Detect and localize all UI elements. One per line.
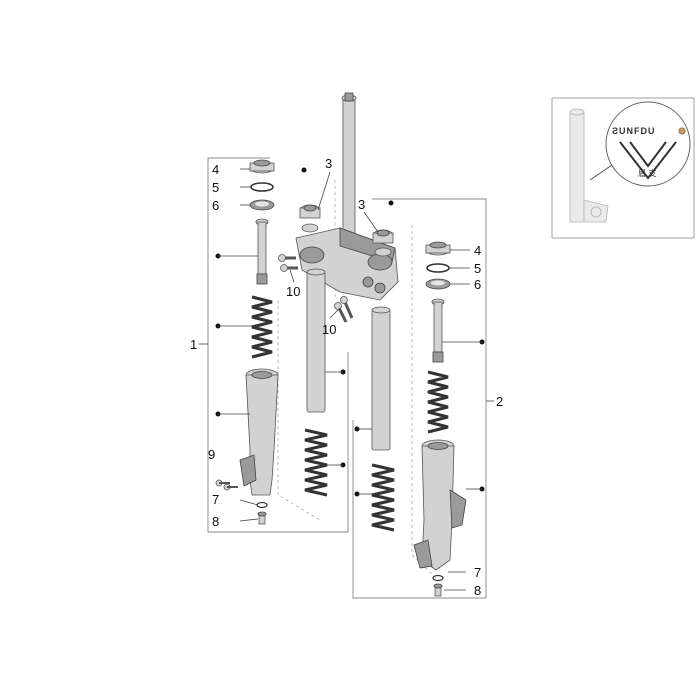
fork-leg-left <box>239 368 279 496</box>
clamp-screws-lower <box>334 296 354 323</box>
callout-bolt-right: 8 <box>474 583 481 598</box>
inset-logo-circle <box>605 101 691 187</box>
callout-cap-left: 4 <box>212 162 219 177</box>
spring-center-left <box>304 428 328 497</box>
right-fork-frame <box>352 198 494 599</box>
damper-rod-left <box>255 218 269 285</box>
left-fork-frame <box>199 157 349 533</box>
inset-logo-text: ƧUNFDU <box>612 126 656 136</box>
top-nut-right <box>372 229 394 257</box>
bolt-right <box>433 583 443 597</box>
spring-right <box>427 370 449 434</box>
fork-cap-left <box>249 159 275 174</box>
fork-tube-right <box>371 306 391 451</box>
damper-rod-right <box>431 298 445 363</box>
spring-center-right <box>371 463 395 532</box>
callout-labels: 1 2 4 5 6 4 5 6 3 3 10 10 9 7 8 7 8 <box>190 156 503 598</box>
fork-tube-left <box>306 268 326 413</box>
seal-left <box>249 199 275 211</box>
callout-seal-right: 6 <box>474 277 481 292</box>
reference-dots <box>215 167 485 591</box>
fork-cap-right <box>425 241 451 256</box>
inset-logo-mark <box>619 141 677 180</box>
callout-nut-center-left: 3 <box>325 156 332 171</box>
callout-bolt-left: 8 <box>212 514 219 529</box>
top-nut-left <box>299 204 321 233</box>
callout-screws-lower: 10 <box>322 322 336 337</box>
callout-ring-right: 5 <box>474 261 481 276</box>
callout-washer-right: 7 <box>474 565 481 580</box>
snap-ring-left <box>250 182 274 192</box>
steering-stem <box>341 92 357 249</box>
screws-left <box>215 479 238 491</box>
seal-right <box>425 278 451 290</box>
callout-group-left: 1 <box>190 337 197 352</box>
bolt-left <box>257 511 267 525</box>
washer-left <box>256 501 268 509</box>
callout-group-right: 2 <box>496 394 503 409</box>
inset-caption: 眉 支 <box>638 168 657 178</box>
inset-thumbnail: ƧUNFDU 眉 支 <box>551 97 695 239</box>
callout-screws-upper: 10 <box>286 284 300 299</box>
callout-cap-right: 4 <box>474 243 481 258</box>
callout-nut-center-right: 3 <box>358 197 365 212</box>
clamp-screws-upper <box>278 254 298 272</box>
fork-leg-right <box>413 439 467 571</box>
callout-washer-left: 7 <box>212 492 219 507</box>
callout-screws-left: 9 <box>208 447 215 462</box>
callout-ring-left: 5 <box>212 180 219 195</box>
washer-right <box>432 574 444 582</box>
callout-seal-left: 6 <box>212 198 219 213</box>
snap-ring-right <box>426 263 450 273</box>
spring-left <box>251 295 273 359</box>
